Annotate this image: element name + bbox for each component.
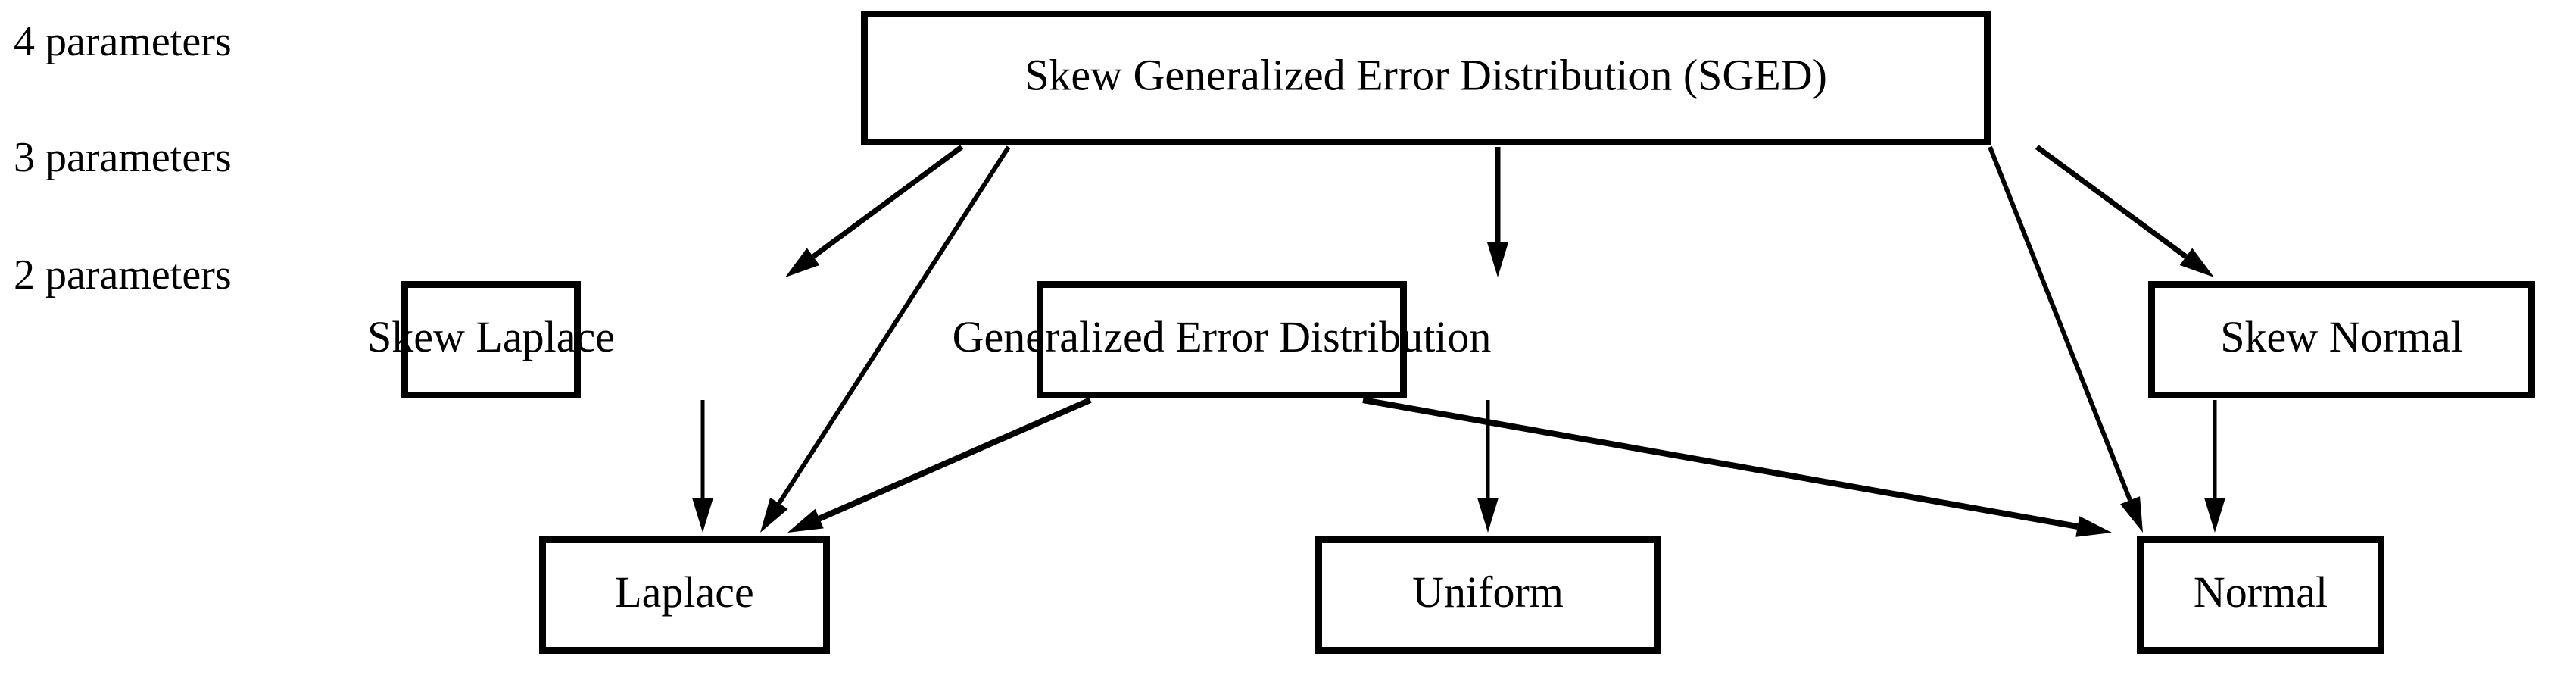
node-sged[interactable]: Skew Generalized Error Distribution (SGE… — [861, 11, 1991, 145]
node-label-uniform: Uniform — [1412, 567, 1564, 617]
node-box-generalized-error-distribution[interactable] — [1037, 281, 1407, 398]
edge-shaft — [1362, 397, 2079, 530]
node-label-normal: Normal — [2194, 567, 2328, 617]
node-box-laplace[interactable] — [539, 536, 830, 654]
edge-skew-normal-to-normal — [2204, 400, 2225, 533]
row-label-row-3: 3 parameters — [14, 134, 232, 181]
arrowhead-icon — [2179, 248, 2214, 277]
edge-shaft — [811, 145, 964, 259]
edge-sged-to-skew-laplace — [785, 145, 964, 277]
arrowhead-icon — [1477, 498, 1499, 533]
arrowhead-icon — [692, 498, 713, 533]
edge-shaft — [777, 145, 1011, 505]
arrowhead-icon — [787, 508, 824, 533]
edge-sged-to-normal — [1988, 145, 2143, 533]
edge-shaft — [2035, 145, 2188, 259]
row-labels-layer: 4 parameters 3 parameters 2 parameters — [14, 18, 232, 298]
node-normal[interactable]: Normal — [2137, 536, 2384, 654]
node-laplace[interactable]: Laplace — [539, 536, 830, 654]
node-box-skew-normal[interactable] — [2148, 281, 2535, 398]
nodes-layer: Skew Generalized Error Distribution (SGE… — [367, 11, 2535, 654]
node-label-skew-laplace: Skew Laplace — [367, 312, 615, 361]
node-box-normal[interactable] — [2137, 536, 2384, 654]
node-uniform[interactable]: Uniform — [1315, 536, 1661, 654]
edge-sged-to-skew-normal — [2035, 145, 2214, 277]
node-label-sged: Skew Generalized Error Distribution (SGE… — [1024, 50, 1827, 99]
arrowhead-icon — [760, 497, 788, 533]
row-label-row-2: 2 parameters — [14, 252, 232, 298]
node-box-uniform[interactable] — [1315, 536, 1661, 654]
arrowhead-icon — [2120, 496, 2143, 533]
node-box-skew-laplace[interactable] — [401, 281, 581, 398]
arrowhead-icon — [2075, 516, 2112, 537]
node-label-skew-normal: Skew Normal — [2220, 312, 2463, 361]
edge-skew-laplace-to-laplace — [692, 400, 713, 533]
edge-shaft — [818, 397, 1092, 522]
node-box-sged[interactable] — [861, 11, 1991, 145]
node-generalized-error-distribution[interactable]: Generalized Error Distribution — [953, 281, 1492, 398]
node-skew-normal[interactable]: Skew Normal — [2148, 281, 2535, 398]
node-label-laplace: Laplace — [615, 567, 754, 617]
node-skew-laplace[interactable]: Skew Laplace — [367, 281, 615, 398]
arrowhead-icon — [2204, 498, 2225, 533]
arrowhead-icon — [785, 248, 820, 277]
edge-shaft — [1988, 145, 2132, 502]
edge-sged-to-generalized-error-distribution — [1487, 147, 1508, 277]
edge-sged-to-laplace — [760, 145, 1011, 533]
edge-generalized-error-distribution-to-laplace — [787, 397, 1092, 533]
edge-generalized-error-distribution-to-normal — [1362, 397, 2112, 537]
edge-generalized-error-distribution-to-uniform — [1477, 400, 1499, 533]
arrowhead-icon — [1487, 242, 1508, 277]
row-label-row-4: 4 parameters — [14, 18, 232, 65]
node-label-generalized-error-distribution: Generalized Error Distribution — [953, 312, 1492, 361]
edges-layer — [692, 145, 2225, 537]
